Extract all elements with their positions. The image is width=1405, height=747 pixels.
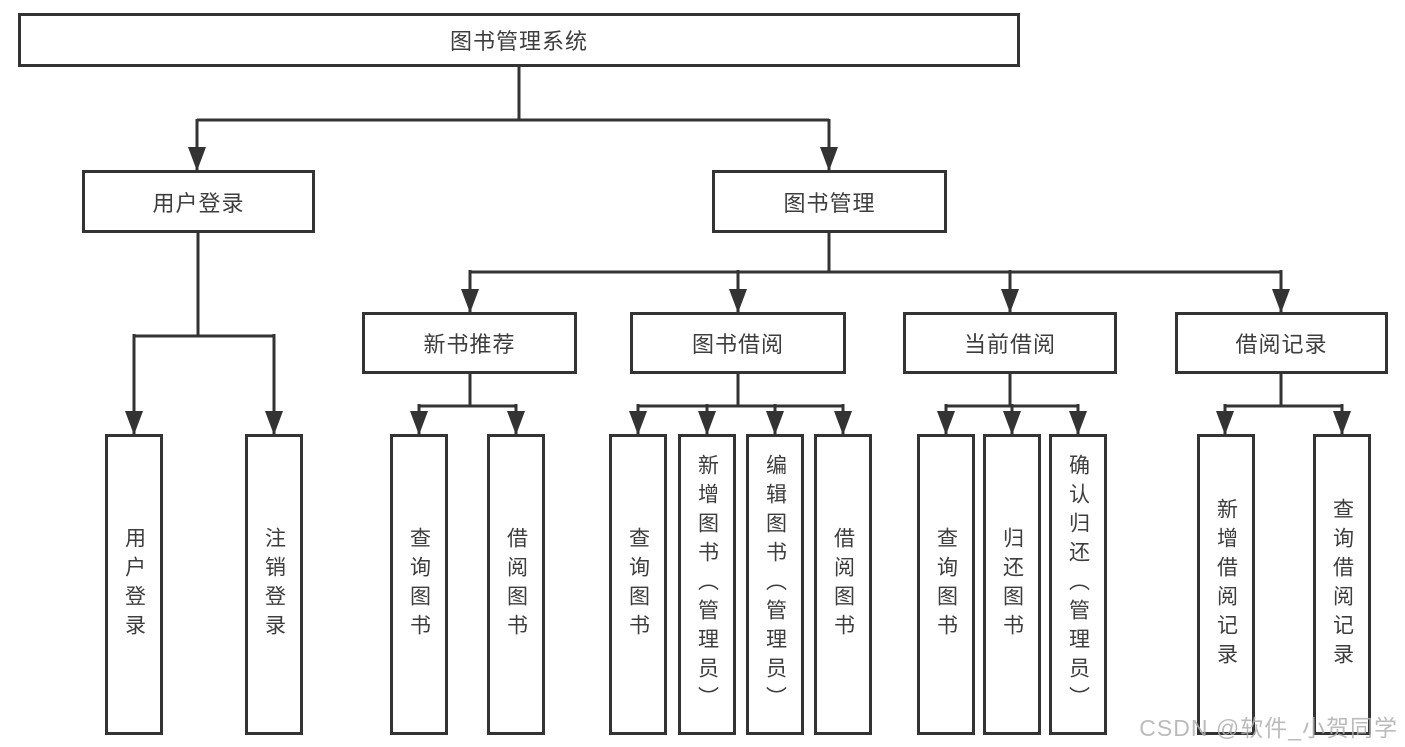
leaf-borrow-books-recommend-label: 借阅图书 xyxy=(504,526,528,643)
leaf-logout-login-label: 注销登录 xyxy=(262,526,286,643)
leaf-add-borrow-record: 新增借阅记录 xyxy=(1197,434,1255,735)
leaf-return-books-label: 归还图书 xyxy=(1000,526,1024,643)
leaf-query-books-borrow: 查询图书 xyxy=(609,434,667,735)
leaf-query-books-current: 查询图书 xyxy=(917,434,975,735)
leaf-user-login: 用户登录 xyxy=(105,434,163,735)
leaf-query-books-current-label: 查询图书 xyxy=(934,526,958,643)
node-borrow-records: 借阅记录 xyxy=(1175,312,1388,374)
csdn-watermark: CSDN @软件_小贺同学 xyxy=(1139,715,1398,741)
node-new-book-recommend: 新书推荐 xyxy=(362,312,577,374)
leaf-borrow-books-label: 借阅图书 xyxy=(831,526,855,643)
leaf-confirm-return-admin: 确认归还（管理员） xyxy=(1049,434,1107,735)
leaf-query-books-recommend-label: 查询图书 xyxy=(407,526,431,643)
leaf-edit-book-admin-label: 编辑图书（管理员） xyxy=(763,454,787,715)
leaf-query-books-recommend: 查询图书 xyxy=(390,434,448,735)
leaf-query-borrow-record: 查询借阅记录 xyxy=(1313,434,1371,735)
node-book-management: 图书管理 xyxy=(712,170,947,233)
leaf-borrow-books: 借阅图书 xyxy=(814,434,872,735)
leaf-logout-login: 注销登录 xyxy=(245,434,303,735)
node-user-login: 用户登录 xyxy=(82,170,315,233)
node-current-borrow: 当前借阅 xyxy=(903,312,1117,374)
leaf-user-login-label: 用户登录 xyxy=(122,526,146,643)
leaf-query-borrow-record-label: 查询借阅记录 xyxy=(1330,497,1354,672)
leaf-add-book-admin-label: 新增图书（管理员） xyxy=(695,454,719,715)
leaf-edit-book-admin: 编辑图书（管理员） xyxy=(746,434,804,735)
leaf-confirm-return-admin-label: 确认归还（管理员） xyxy=(1066,454,1090,715)
leaf-add-book-admin: 新增图书（管理员） xyxy=(678,434,736,735)
leaf-add-borrow-record-label: 新增借阅记录 xyxy=(1214,497,1238,672)
node-library-system: 图书管理系统 xyxy=(18,13,1020,67)
node-book-borrow: 图书借阅 xyxy=(630,312,846,374)
leaf-return-books: 归还图书 xyxy=(983,434,1041,735)
leaf-query-books-borrow-label: 查询图书 xyxy=(626,526,650,643)
leaf-borrow-books-recommend: 借阅图书 xyxy=(487,434,545,735)
